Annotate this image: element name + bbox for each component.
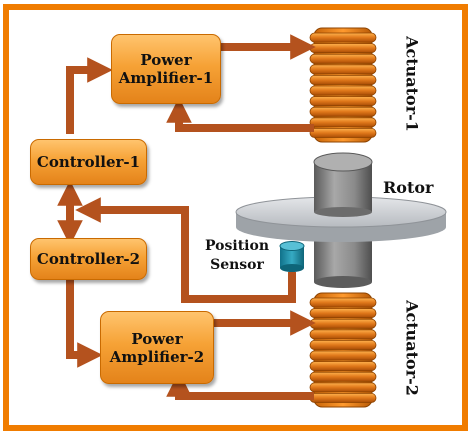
signal-arrows	[57, 34, 316, 400]
actuator-1-coil-turn	[309, 43, 377, 54]
actuator-1-coil	[309, 27, 377, 143]
actuator-1-coil-turn	[309, 106, 377, 117]
arrow-actuator2-return	[166, 371, 314, 400]
outer-frame	[3, 4, 468, 431]
actuator-1-coil-turn	[309, 64, 377, 75]
actuator-2-coil-turn	[309, 308, 377, 319]
position-sensor	[279, 241, 305, 272]
actuator-2-coil-turn	[309, 318, 377, 329]
position-sensor-label: Position Sensor	[205, 237, 269, 275]
rotor-label: Rotor	[383, 178, 434, 197]
power-amplifier-1-line2: Amplifier-1	[118, 69, 214, 87]
actuator-1-coil-turn	[309, 117, 377, 128]
actuator-2-coil-turn	[309, 371, 377, 382]
position-sensor-line2: Sensor	[210, 256, 264, 273]
actuator-2-coil-turn	[309, 297, 377, 308]
position-sensor-line1: Position	[205, 238, 269, 254]
controller-2-block: Controller-2	[30, 238, 147, 280]
actuator-2-coil-turn	[309, 329, 377, 340]
power-amplifier-1-line1: Power	[140, 51, 192, 69]
arrow-sensor-to-controllers	[75, 197, 296, 303]
actuator-2-coil-turn	[309, 382, 377, 393]
actuator-2-coil	[309, 292, 377, 408]
power-amplifier-2-line2: Amplifier-2	[109, 347, 205, 366]
arrow-controller2-to-pa2	[66, 278, 103, 368]
rotor	[235, 152, 447, 288]
actuator-2-coil-turn	[309, 392, 377, 403]
actuator-1-coil-turn	[309, 32, 377, 43]
rotor-shaft-bottom	[314, 276, 372, 288]
controller-2-label: Controller-2	[36, 250, 141, 268]
arrow-controller1-to-pa1	[66, 57, 113, 134]
rotor-shaft-top	[313, 152, 373, 172]
power-amplifier-2-line1: Power	[131, 329, 183, 348]
actuator-1-coil-turn	[309, 53, 377, 64]
actuator-2-coil-turn	[309, 361, 377, 372]
actuator-1-coil-turn	[309, 96, 377, 107]
actuator-2-label: Actuator-2	[402, 300, 422, 396]
controller-1-label: Controller-1	[36, 153, 141, 171]
actuator-1-coil-turn	[309, 85, 377, 96]
controller-1-block: Controller-1	[30, 139, 147, 185]
arrow-actuator1-return	[166, 97, 314, 132]
power-amplifier-2-block: Power Amplifier-2	[100, 311, 214, 384]
actuator-2-coil-turn	[309, 339, 377, 350]
actuator-1-coil-turn	[309, 127, 377, 138]
actuator-1-label: Actuator-1	[402, 36, 422, 132]
power-amplifier-1-block: Power Amplifier-1	[111, 34, 221, 104]
actuator-2-coil-turn	[309, 350, 377, 361]
actuator-1-coil-turn	[309, 75, 377, 85]
rotor-shaft-collar	[314, 207, 372, 217]
